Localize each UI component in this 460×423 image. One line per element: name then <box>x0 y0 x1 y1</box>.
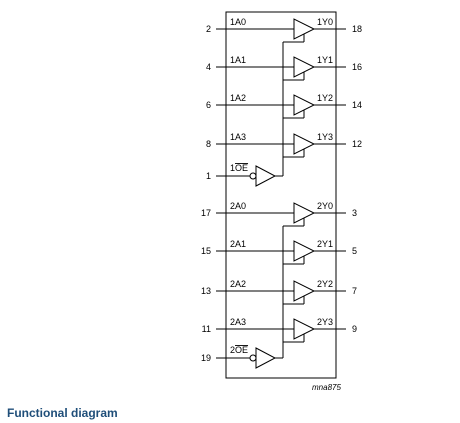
oe-inverter-group-2 <box>255 347 277 369</box>
pin-number-9: 9 <box>352 324 357 334</box>
pin-number-17: 17 <box>201 208 211 218</box>
input-label-2A1: 2A1 <box>230 239 246 249</box>
input-label-1A2: 1A2 <box>230 93 246 103</box>
chip-body <box>225 11 337 379</box>
input-label-2A2: 2A2 <box>230 279 246 289</box>
pin-number-15: 15 <box>201 246 211 256</box>
figure-caption: Functional diagram <box>7 406 118 420</box>
pin-number-3: 3 <box>352 208 357 218</box>
pin-number-5: 5 <box>352 246 357 256</box>
pin-number-13: 13 <box>201 286 211 296</box>
input-label-1A0: 1A0 <box>230 17 246 27</box>
output-label-2Y0: 2Y0 <box>317 201 333 211</box>
input-label-1A3: 1A3 <box>230 132 246 142</box>
output-label-1Y2: 1Y2 <box>317 93 333 103</box>
pin-number-4: 4 <box>206 62 211 72</box>
pin-number-18: 18 <box>352 24 362 34</box>
inversion-bubble-group-1 <box>249 172 257 180</box>
input-label-2A3: 2A3 <box>230 317 246 327</box>
oe-label-group-1: 1OE <box>230 163 248 173</box>
output-label-2Y2: 2Y2 <box>317 279 333 289</box>
input-label-2A0: 2A0 <box>230 201 246 211</box>
oe-label-group-2: 2OE <box>230 345 248 355</box>
output-label-1Y1: 1Y1 <box>317 55 333 65</box>
output-label-2Y3: 2Y3 <box>317 317 333 327</box>
pin-number-12: 12 <box>352 139 362 149</box>
pin-number-2: 2 <box>206 24 211 34</box>
output-label-1Y0: 1Y0 <box>317 17 333 27</box>
pin-number-11: 11 <box>202 324 211 334</box>
pin-number-6: 6 <box>206 100 211 110</box>
pin-number-19: 19 <box>201 353 211 363</box>
pin-number-16: 16 <box>352 62 362 72</box>
inversion-bubble-group-2 <box>249 354 257 362</box>
pin-number-8: 8 <box>206 139 211 149</box>
output-label-2Y1: 2Y1 <box>317 239 333 249</box>
output-label-1Y3: 1Y3 <box>317 132 333 142</box>
pin-number-1: 1 <box>206 171 211 181</box>
input-label-1A1: 1A1 <box>230 55 246 65</box>
oe-inverter-group-1 <box>255 165 277 187</box>
pin-number-14: 14 <box>352 100 362 110</box>
pin-number-7: 7 <box>352 286 357 296</box>
diagram-reference: mna875 <box>312 383 341 392</box>
